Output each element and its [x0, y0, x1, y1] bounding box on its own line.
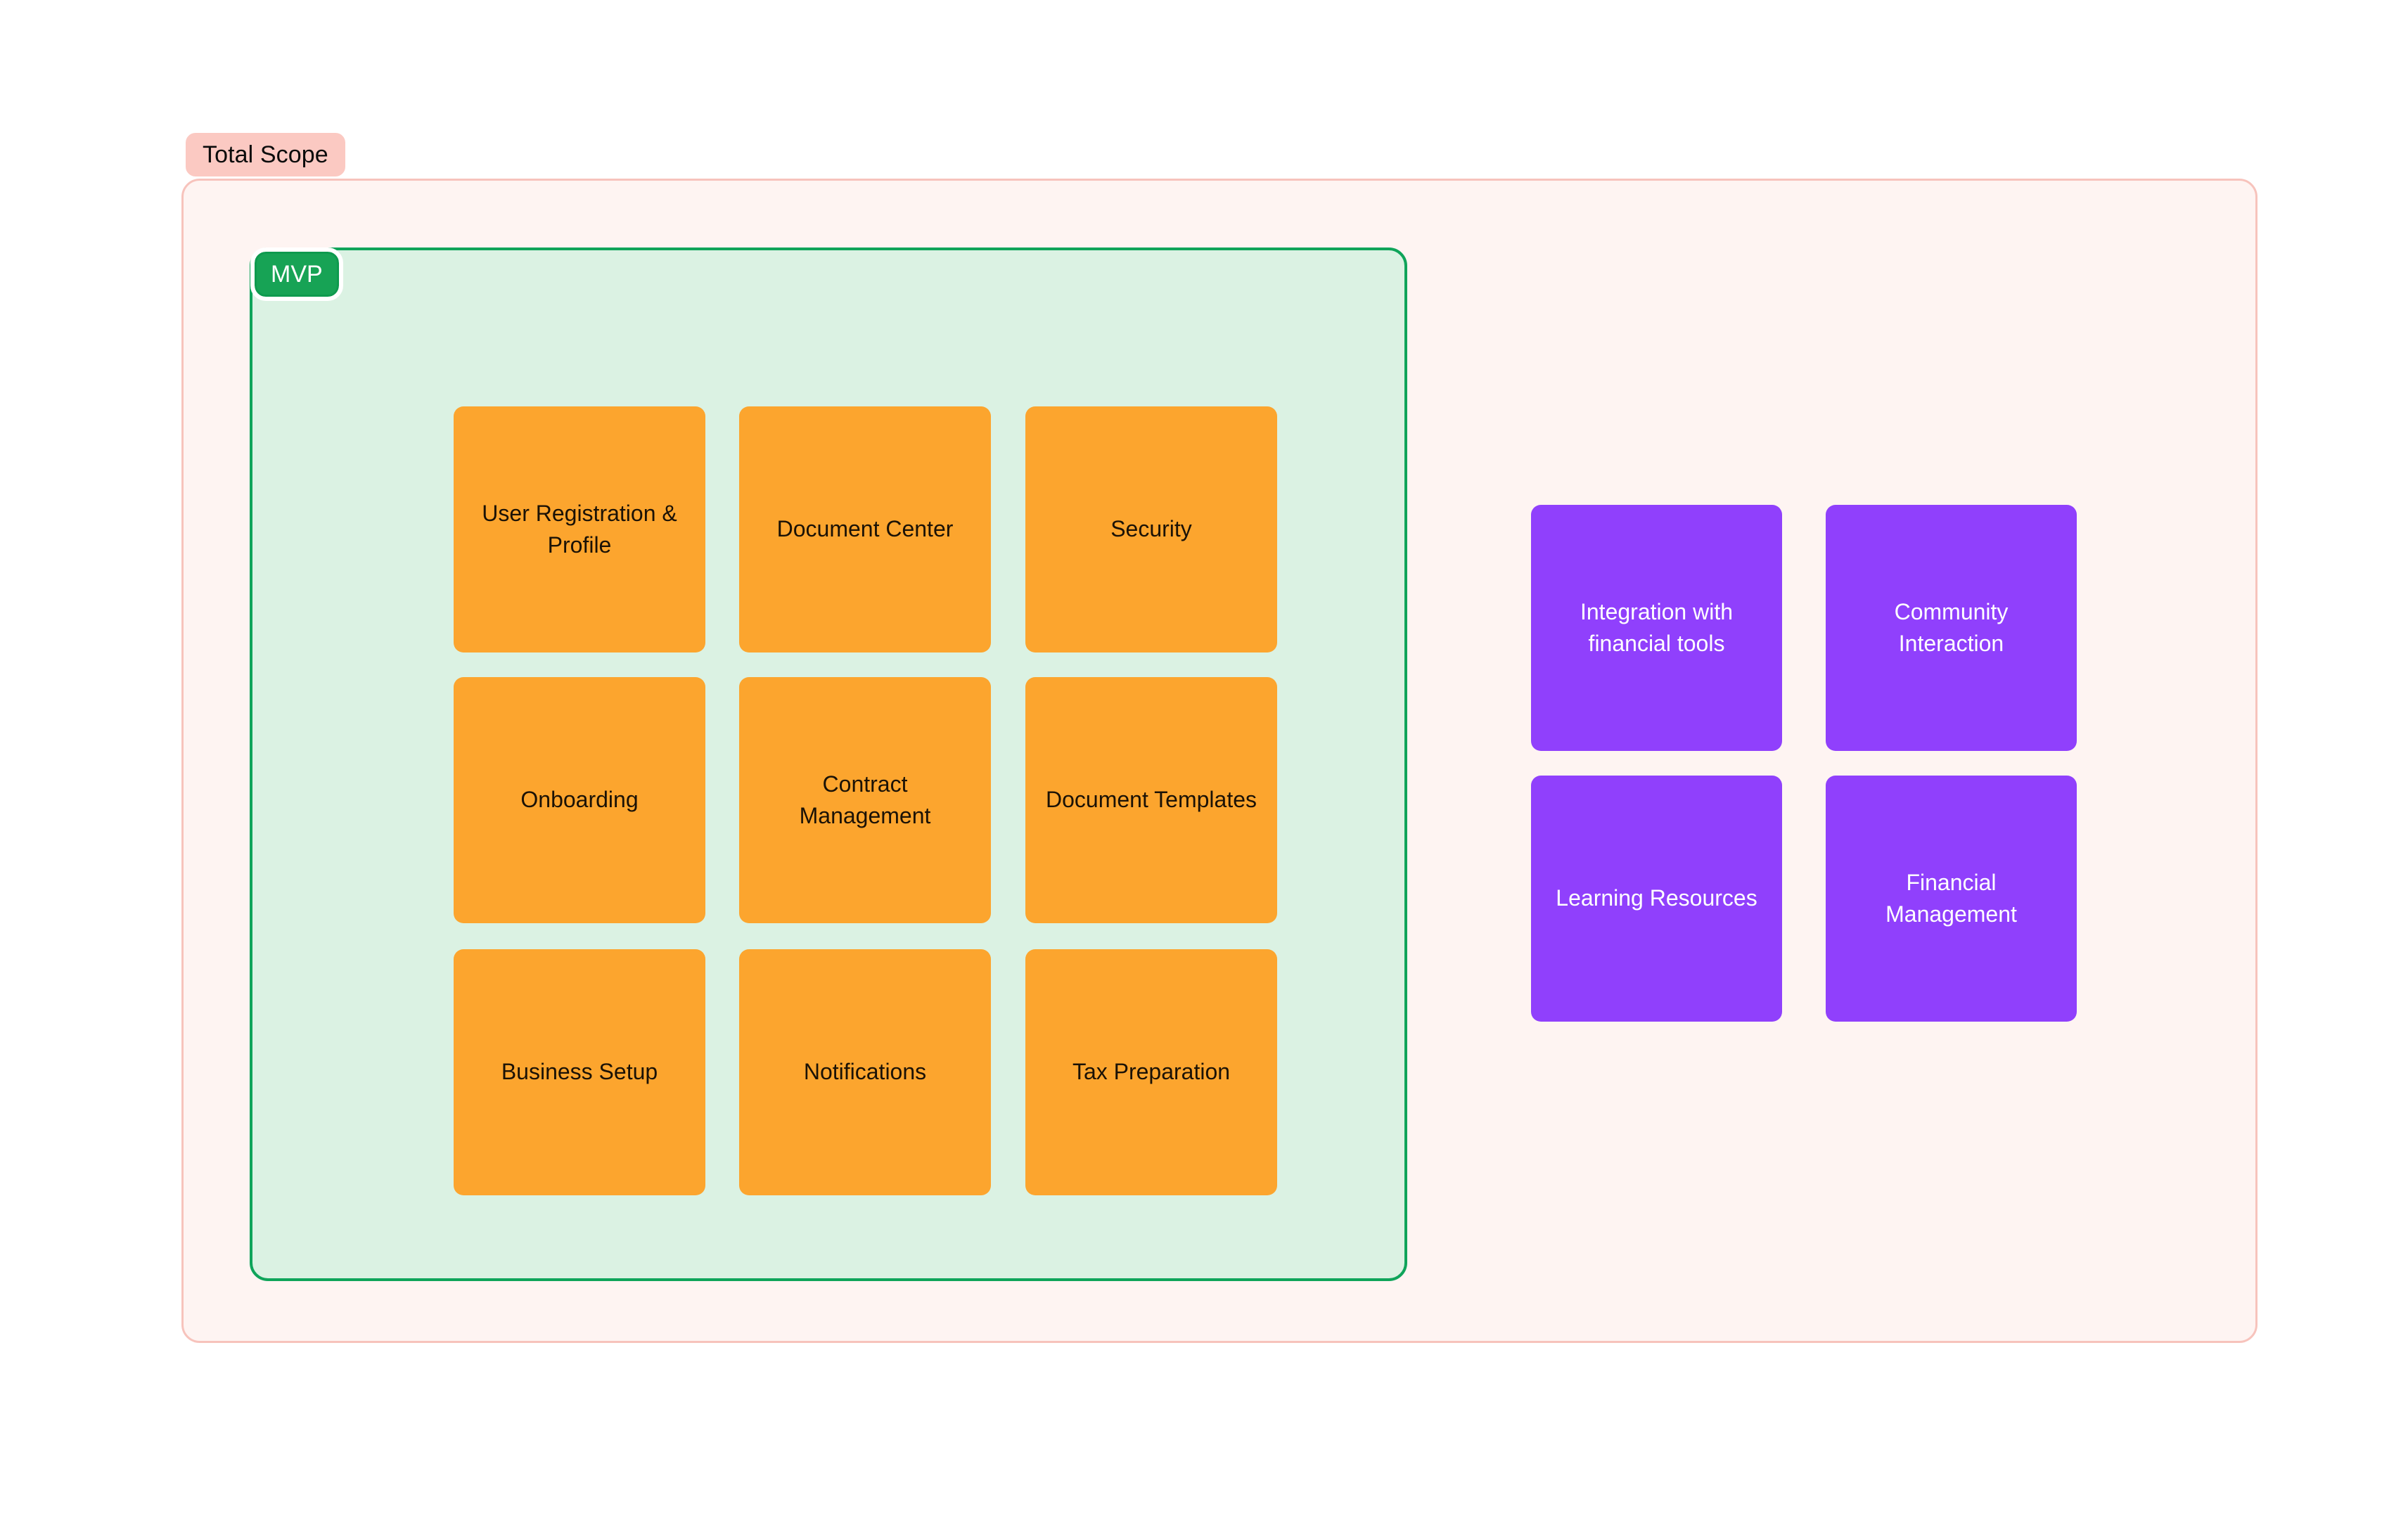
scope-card-financial-management[interactable]: Financial Management [1826, 776, 2077, 1022]
card-label: Security [1110, 516, 1192, 542]
card-label: Community Interaction [1894, 598, 2009, 656]
card-label: Integration with financial tools [1580, 598, 1733, 656]
card-label: Business Setup [501, 1059, 658, 1085]
card-label: Notifications [803, 1059, 927, 1085]
card-label: Document Templates [1046, 787, 1257, 813]
mvp-card-security[interactable]: Security [1025, 406, 1277, 652]
card-label: Tax Preparation [1072, 1059, 1231, 1085]
mvp-card-onboarding[interactable]: Onboarding [454, 677, 705, 923]
mvp-card-document-templates[interactable]: Document Templates [1025, 677, 1277, 923]
mvp-card-user-registration-profile[interactable]: User Registration & Profile [454, 406, 705, 652]
mvp-card-tax-preparation[interactable]: Tax Preparation [1025, 949, 1277, 1195]
mvp-badge[interactable]: MVP [250, 248, 343, 301]
scope-card-learning-resources[interactable]: Learning Resources [1531, 776, 1782, 1022]
card-label: Contract Management [799, 771, 931, 828]
card-label: User Registration & Profile [482, 500, 677, 558]
mvp-card-notifications[interactable]: Notifications [739, 949, 991, 1195]
scope-card-integration-with-financial-tools[interactable]: Integration with financial tools [1531, 505, 1782, 751]
mvp-card-document-center[interactable]: Document Center [739, 406, 991, 652]
card-label: Learning Resources [1556, 885, 1757, 911]
card-label: Document Center [776, 516, 954, 542]
mvp-card-business-setup[interactable]: Business Setup [454, 949, 705, 1195]
card-label: Onboarding [520, 787, 639, 813]
mvp-card-contract-management[interactable]: Contract Management [739, 677, 991, 923]
scope-card-community-interaction[interactable]: Community Interaction [1826, 505, 2077, 751]
total-scope-badge[interactable]: Total Scope [186, 133, 345, 176]
card-label: Financial Management [1885, 869, 2017, 927]
